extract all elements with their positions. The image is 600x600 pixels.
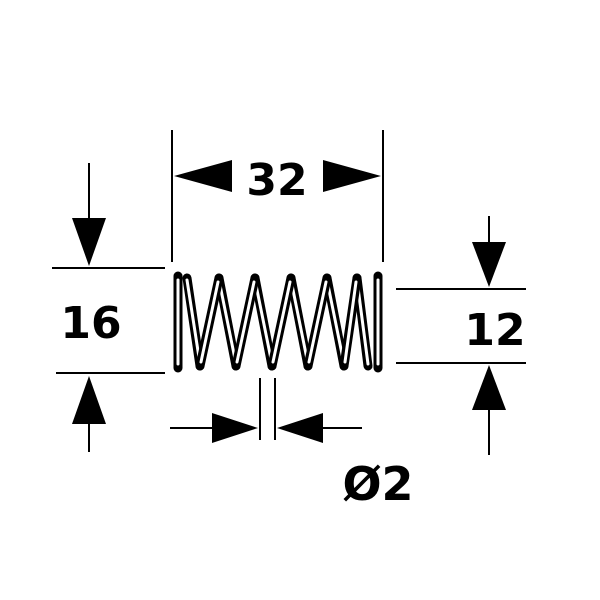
compression-spring [173, 271, 383, 373]
spring-front-coils-highlight [199, 280, 358, 364]
outer-diameter-label: 16 [60, 298, 121, 349]
outer-diameter-arrow-bottom [72, 376, 106, 424]
wire-diameter-label: Ø2 [342, 457, 413, 511]
inner-diameter-label: 12 [464, 305, 525, 356]
length-arrow-left [174, 160, 232, 192]
outer-diameter-arrow-top [72, 218, 106, 266]
inner-diameter-arrow-bottom [472, 365, 506, 410]
length-arrow-right [323, 160, 381, 192]
inner-diameter-dimension: 12 [396, 216, 526, 455]
wire-arrow-right [277, 413, 323, 443]
spring-back-coils-highlight [185, 278, 370, 366]
length-label: 32 [246, 155, 307, 206]
wire-diameter-dimension: Ø2 [170, 378, 414, 511]
outer-diameter-dimension: 16 [52, 163, 165, 452]
length-dimension: 32 [171, 130, 384, 262]
wire-arrow-left [212, 413, 258, 443]
inner-diameter-arrow-top [472, 242, 506, 287]
